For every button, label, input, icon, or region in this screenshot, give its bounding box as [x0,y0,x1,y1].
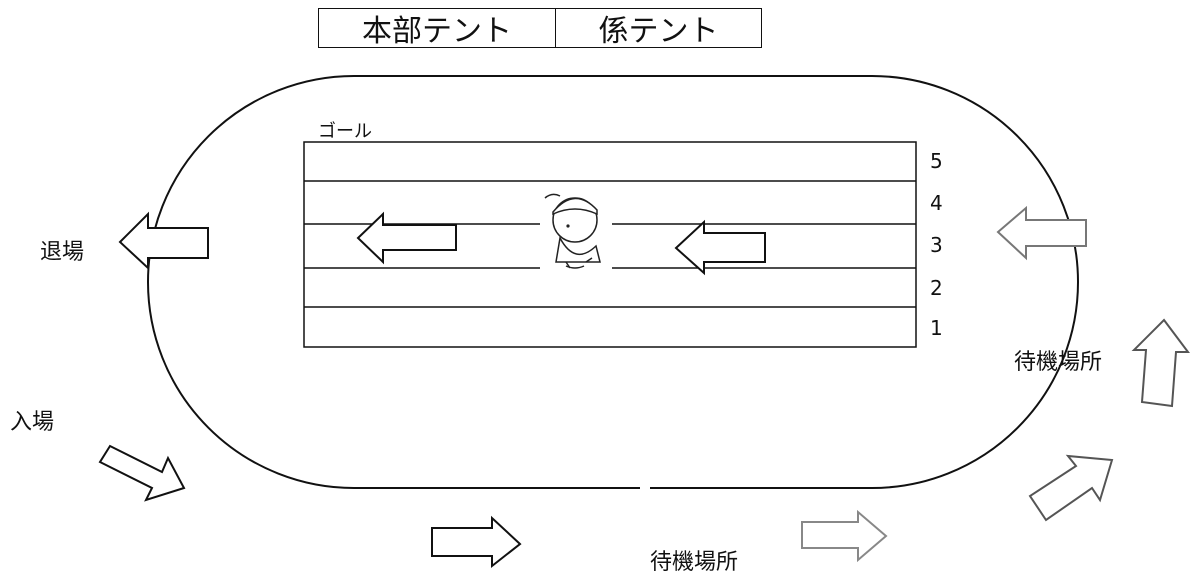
exit-label: 退場 [40,240,85,265]
lane-block [303,141,917,348]
track-gap-2 [940,484,950,492]
left-arrow-icon [356,211,457,265]
track-gap-1 [640,484,650,492]
staff-tent-label: 係テント [598,14,719,49]
tent-header: 本部テント 係テント [318,8,762,49]
main-tent-label: 本部テント [319,9,556,49]
diagonal-arrow-icon [1028,454,1114,522]
left-arrow-icon [996,205,1087,261]
running-child-icon [540,188,612,272]
diagonal-arrow-icon [98,444,186,502]
left-arrow-icon [118,211,209,271]
waiting-area-label-bottom: 待機場所 [650,550,739,575]
right-arrow-icon [801,509,888,563]
lane-number: 5 [930,149,943,173]
up-arrow-icon [1131,318,1190,408]
lane-number: 1 [930,316,943,340]
right-arrow-icon [431,515,522,569]
lane-number: 3 [930,233,943,257]
lane-number: 2 [930,276,943,300]
waiting-area-label-right: 待機場所 [1014,350,1103,375]
goal-label: ゴール [318,121,372,142]
left-arrow-icon [674,219,766,276]
entry-label: 入場 [10,410,55,435]
outer-track [147,75,1079,489]
lane-number: 4 [930,191,943,215]
